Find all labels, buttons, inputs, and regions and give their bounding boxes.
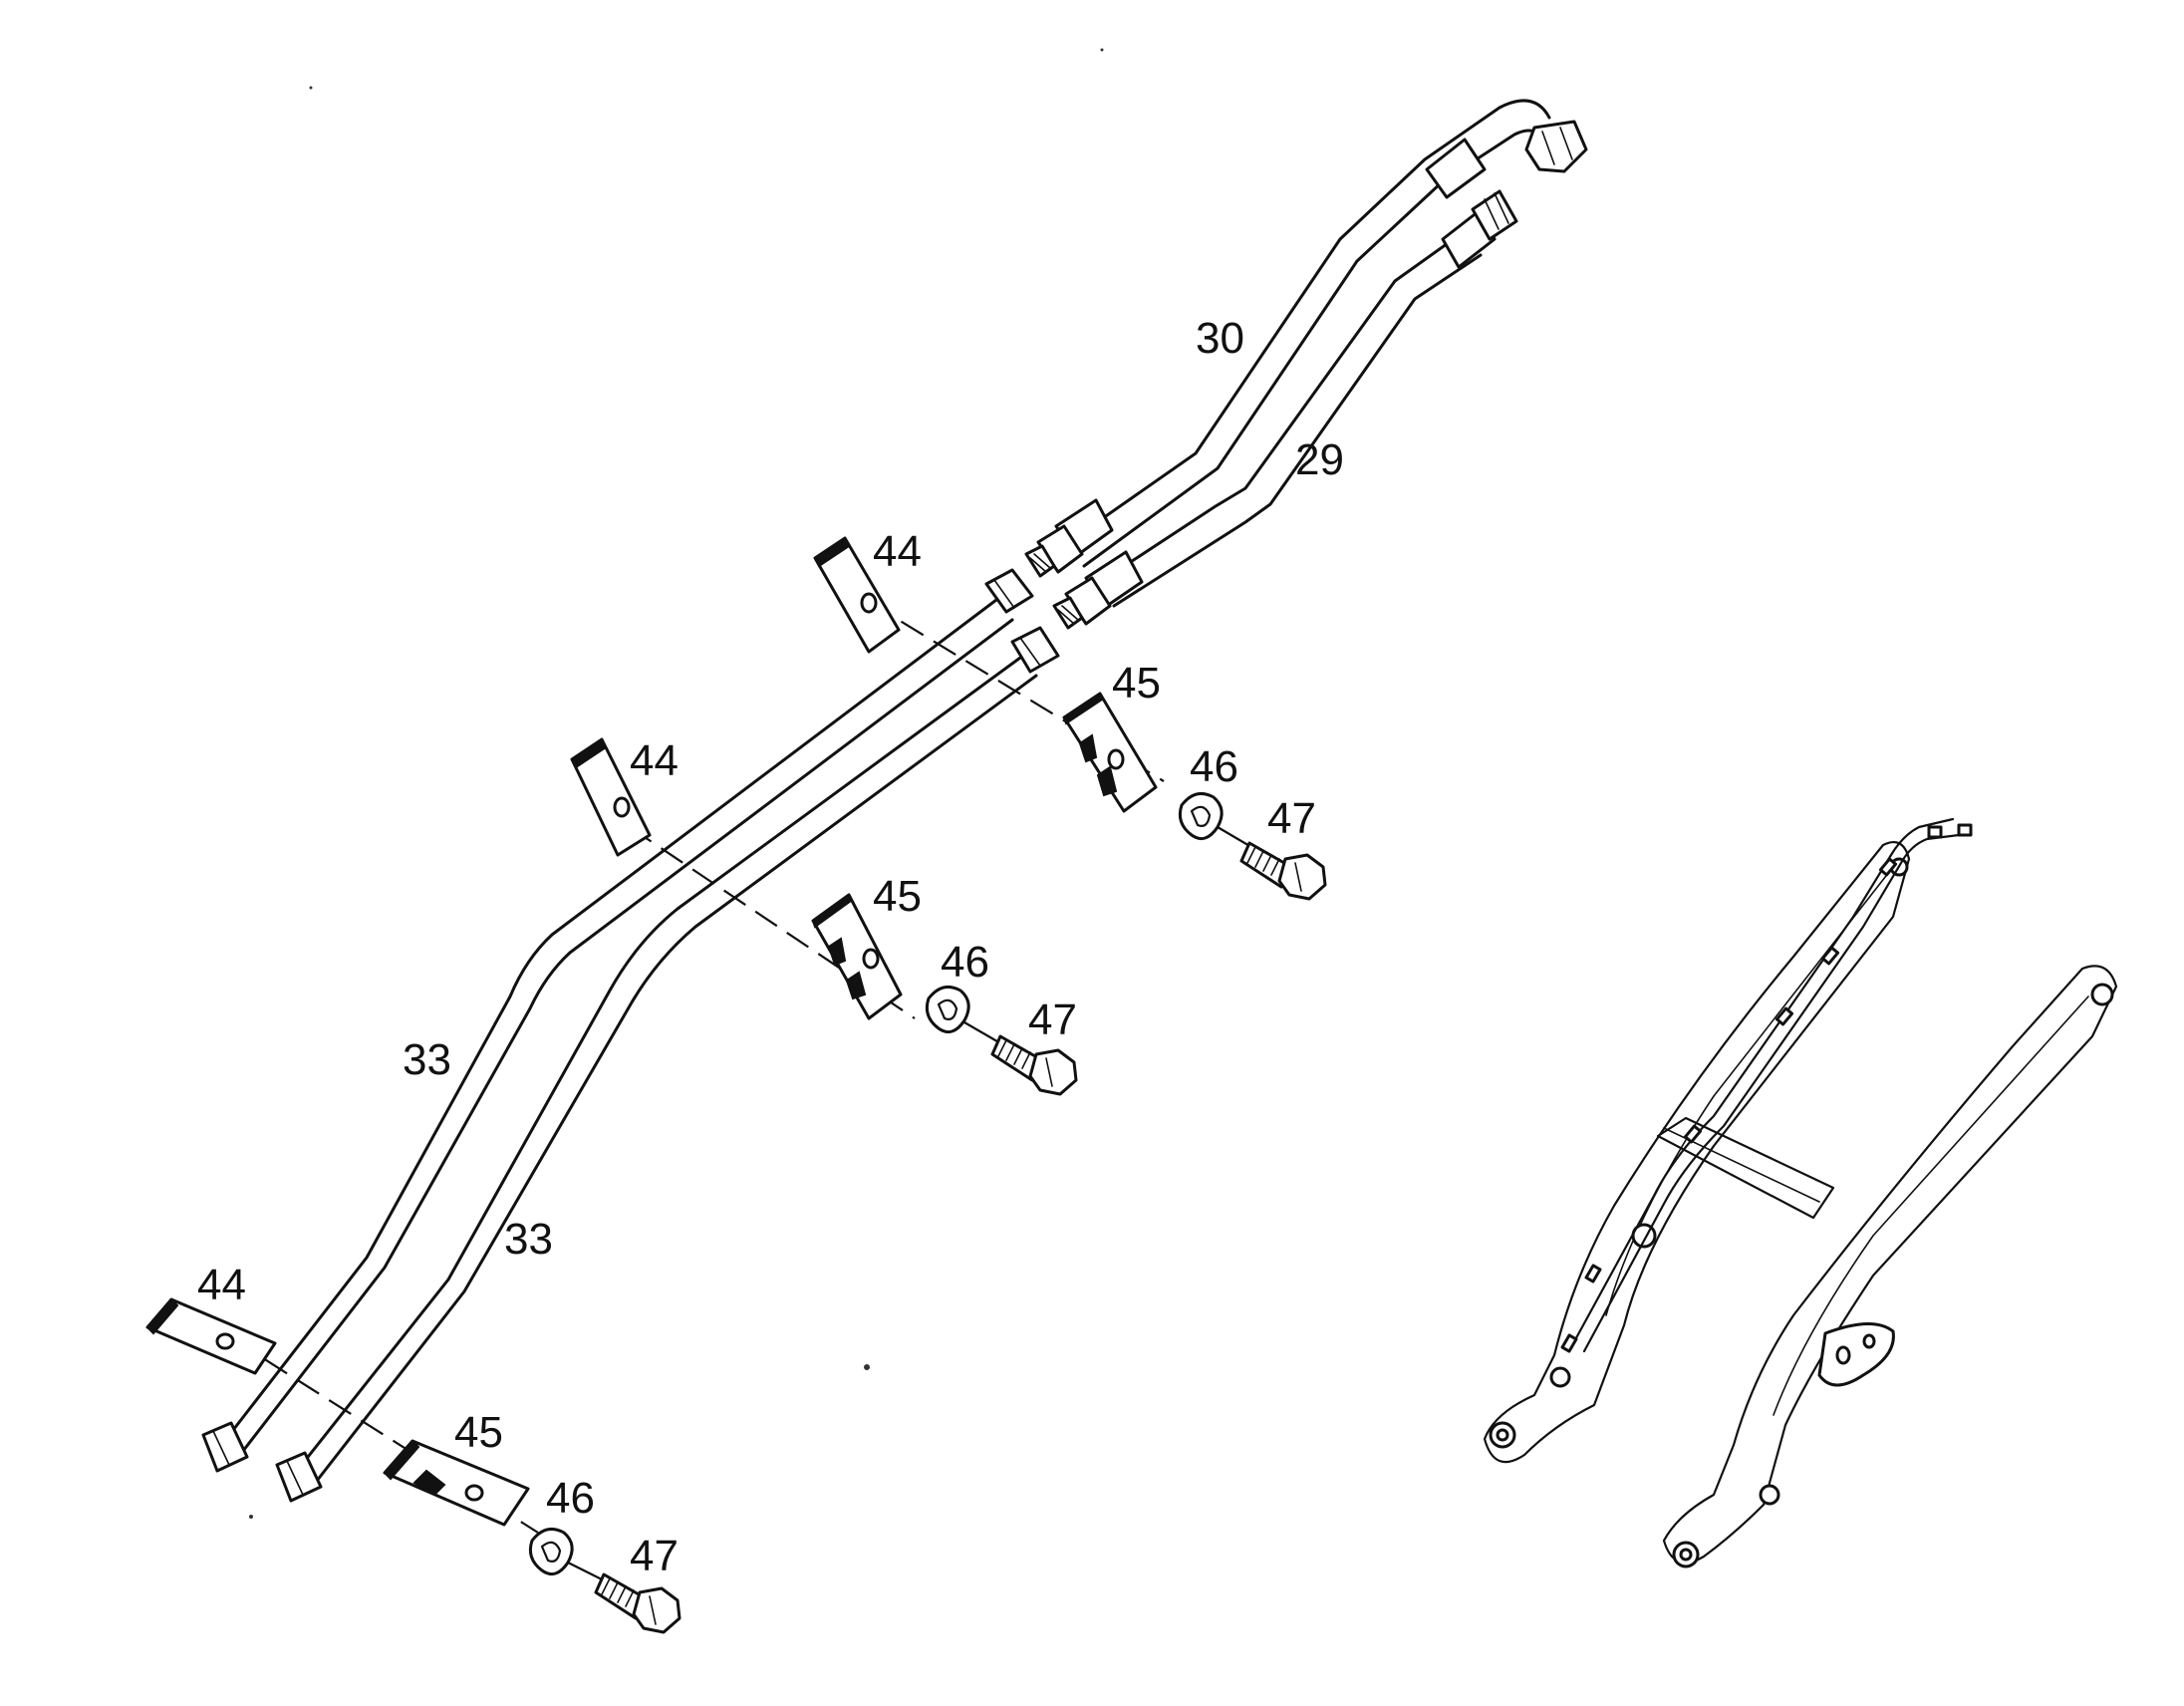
- clamp-44-middle: [570, 737, 652, 857]
- callout-46-top: 46: [1190, 742, 1238, 791]
- callout-45-top: 45: [1112, 659, 1161, 708]
- loader-arm-inset: [1483, 817, 2118, 1568]
- callout-33-upper: 33: [403, 1035, 451, 1084]
- bolt-47-middle: [962, 1020, 1078, 1096]
- callout-44-bottom: 44: [197, 1261, 246, 1309]
- clamp-44-bottom: [145, 1297, 277, 1375]
- washer-46-top: [1178, 791, 1224, 841]
- callout-46-middle: 46: [941, 938, 989, 987]
- callout-30: 30: [1196, 314, 1244, 363]
- clamp-45-bottom: [383, 1439, 530, 1527]
- washer-46-bottom: [528, 1527, 574, 1576]
- hose-29: [1052, 189, 1518, 630]
- washer-46-middle: [925, 985, 970, 1034]
- clamp-45-middle: [811, 893, 903, 1020]
- callout-47-top: 47: [1267, 794, 1316, 843]
- clamp-44-top: [813, 536, 901, 654]
- callout-33-lower: 33: [504, 1215, 553, 1264]
- callout-44-middle: 44: [630, 736, 679, 785]
- scan-specks: [249, 48, 1104, 1519]
- callout-44-top: 44: [873, 527, 922, 576]
- callout-47-bottom: 47: [630, 1532, 679, 1580]
- bolt-47-bottom: [566, 1561, 682, 1634]
- hose-30: [1024, 99, 1588, 578]
- callout-29: 29: [1295, 435, 1344, 484]
- callout-45-bottom: 45: [454, 1408, 503, 1457]
- callout-45-middle: 45: [873, 872, 922, 921]
- callout-47-middle: 47: [1028, 995, 1077, 1044]
- pipe-33-upper: [201, 568, 1034, 1473]
- bolt-47-top: [1216, 825, 1327, 901]
- pipe-33-lower: [275, 626, 1060, 1503]
- callout-46-bottom: 46: [546, 1474, 595, 1523]
- clamp-45-top: [1062, 692, 1158, 813]
